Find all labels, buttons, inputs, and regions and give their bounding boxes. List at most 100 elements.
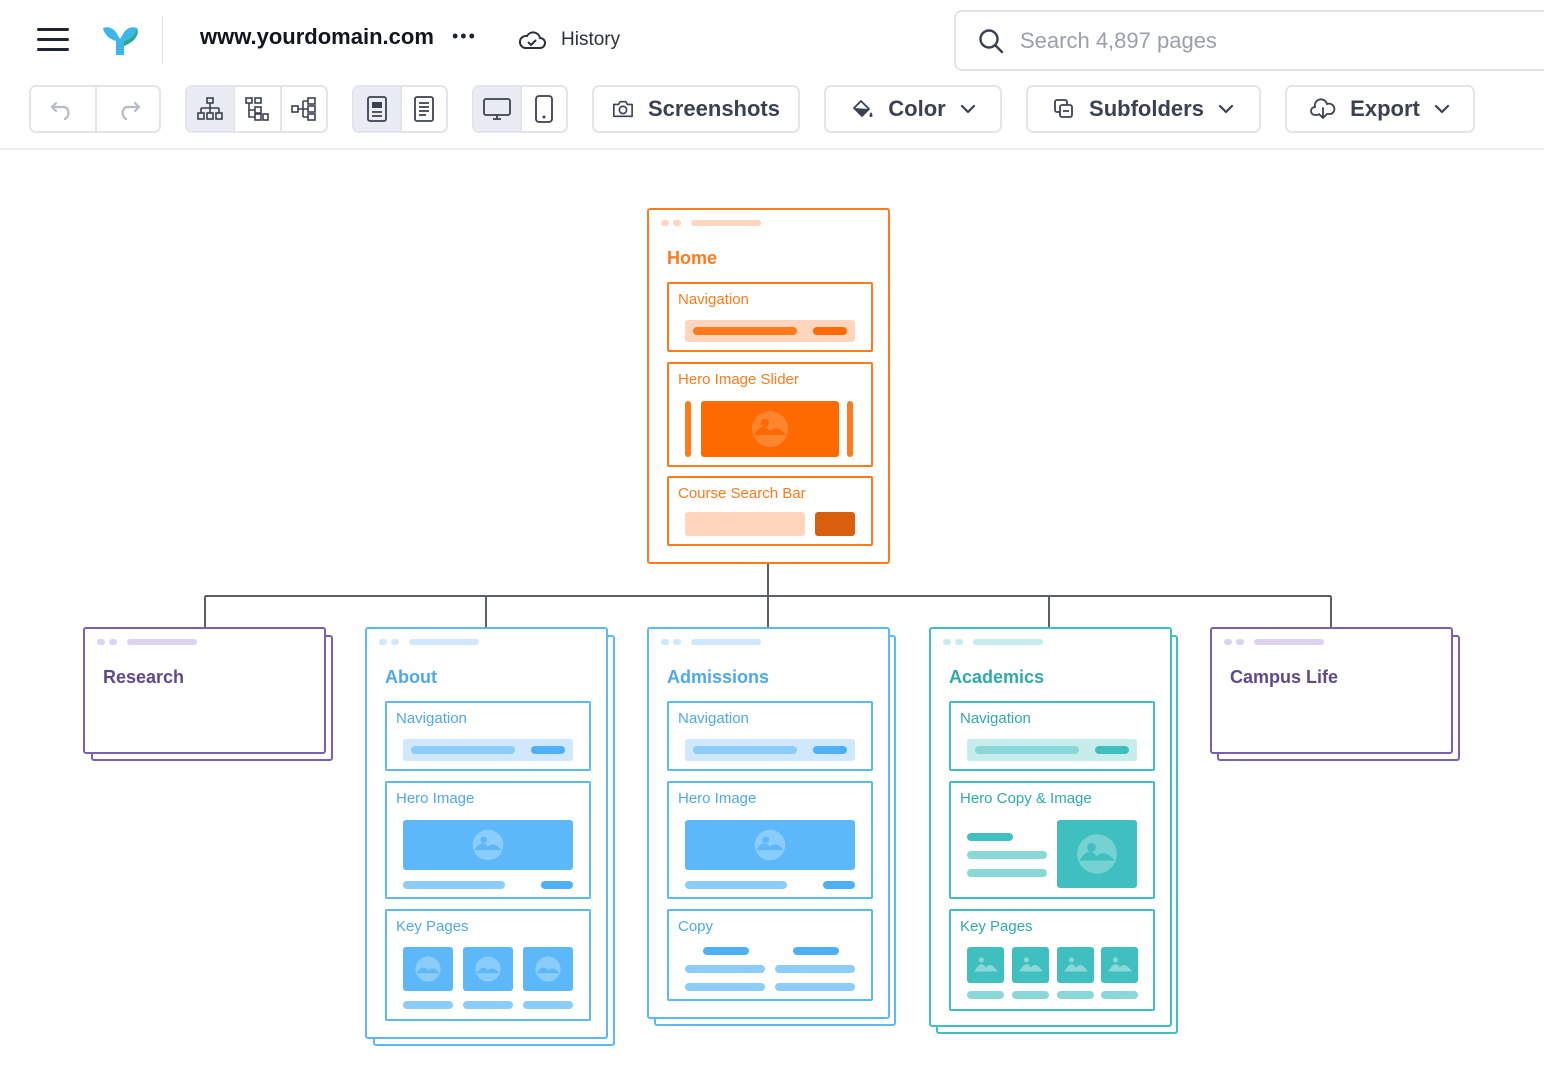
- section-course-search-bar[interactable]: Course Search Bar: [667, 476, 873, 546]
- color-dropdown[interactable]: Color: [826, 87, 1000, 131]
- key-page-thumbnail: [967, 947, 1004, 983]
- search-input[interactable]: [1020, 27, 1500, 54]
- key-page-thumbnail: [463, 947, 513, 991]
- chevron-down-icon: [960, 104, 975, 114]
- page-title: Research: [103, 667, 185, 687]
- section-navigation[interactable]: Navigation: [667, 701, 873, 771]
- key-page-label-bar: [1012, 991, 1049, 999]
- section-hero-image[interactable]: Hero Image: [385, 781, 591, 899]
- image-icon: [475, 956, 501, 982]
- card-window-chrome: [661, 220, 761, 226]
- key-page-thumbnail: [523, 947, 573, 991]
- wireframe-page-icon: [367, 96, 387, 122]
- page-card-campus-life[interactable]: Campus Life: [1210, 627, 1453, 754]
- section-label: Copy: [678, 918, 714, 935]
- hero-image-placeholder: [403, 820, 573, 870]
- subfolders-group: Subfolders: [1026, 85, 1261, 133]
- key-page-label-bar: [1057, 991, 1094, 999]
- nav-links-bar: [411, 746, 515, 754]
- key-page-thumbnail: [1101, 947, 1138, 983]
- search-box[interactable]: [954, 10, 1544, 71]
- hero-image-placeholder: [1057, 820, 1137, 888]
- card-window-chrome: [97, 639, 197, 645]
- section-label: Navigation: [678, 291, 749, 308]
- section-label: Key Pages: [960, 918, 1033, 935]
- mobile-view-button[interactable]: [519, 87, 566, 131]
- section-navigation[interactable]: Navigation: [385, 701, 591, 771]
- export-dropdown[interactable]: Export: [1287, 87, 1473, 131]
- section-copy[interactable]: Copy: [667, 909, 873, 1001]
- subfolders-icon: [1054, 99, 1073, 118]
- copy-text-bar: [685, 983, 765, 991]
- section-label: Hero Image: [678, 790, 757, 807]
- undo-button[interactable]: [31, 87, 95, 131]
- key-page-label-bar: [1101, 991, 1138, 999]
- subfolders-label: Subfolders: [1089, 96, 1204, 121]
- section-label: Navigation: [678, 710, 749, 727]
- text-view-button[interactable]: [399, 87, 446, 131]
- section-label: Navigation: [396, 710, 467, 727]
- search-icon: [979, 28, 1004, 53]
- key-page-label-bar: [403, 1001, 453, 1009]
- desktop-icon: [483, 98, 511, 120]
- slider-prev-bar: [685, 401, 691, 457]
- section-hero-copy-and-image[interactable]: Hero Copy & Image: [949, 781, 1155, 899]
- sitemap-canvas[interactable]: Home Navigation Hero Image Slider Course…: [0, 152, 1544, 1091]
- site-domain: www.yourdomain.com: [200, 24, 434, 49]
- section-navigation[interactable]: Navigation: [949, 701, 1155, 771]
- cloud-icon: [518, 31, 546, 49]
- page-title: Home: [667, 248, 718, 268]
- sitemap-connectors: [204, 563, 1332, 628]
- text-page-icon: [414, 96, 434, 122]
- section-key-pages[interactable]: Key Pages: [385, 909, 591, 1021]
- section-hero-image[interactable]: Hero Image: [667, 781, 873, 899]
- chevron-down-icon: [1218, 104, 1234, 114]
- header-divider: [162, 16, 163, 64]
- export-group: Export: [1285, 85, 1475, 133]
- section-hero-image-slider[interactable]: Hero Image Slider: [667, 362, 873, 467]
- color-label: Color: [888, 96, 946, 121]
- history-controls: [29, 85, 161, 133]
- history-label: History: [561, 29, 621, 50]
- color-group: Color: [824, 85, 1002, 133]
- layout-switcher: [185, 85, 328, 133]
- section-label: Course Search Bar: [678, 485, 806, 502]
- top-header: www.yourdomain.com ••• History: [0, 0, 1544, 150]
- redo-button[interactable]: [95, 87, 159, 131]
- section-label: Hero Image Slider: [678, 371, 799, 388]
- screenshots-button[interactable]: Screenshots: [594, 87, 798, 131]
- card-window-chrome: [661, 639, 761, 645]
- hamburger-menu-icon[interactable]: [37, 28, 69, 54]
- copy-text-bar: [775, 965, 855, 973]
- page-title: Academics: [949, 667, 1045, 687]
- desktop-view-button[interactable]: [474, 87, 520, 131]
- search-button-placeholder: [815, 512, 855, 536]
- redo-icon: [121, 101, 141, 120]
- tree-view-horizontal-button[interactable]: [279, 87, 326, 131]
- tree-view-indented-button[interactable]: [233, 87, 279, 131]
- sitemap-tree-icon: [197, 97, 223, 120]
- page-card-research[interactable]: Research: [83, 627, 326, 754]
- page-card-academics[interactable]: Academics Navigation Hero Copy & Image K…: [929, 627, 1172, 1027]
- slider-next-bar: [847, 401, 853, 457]
- page-card-admissions[interactable]: Admissions Navigation Hero Image Copy: [647, 627, 890, 1019]
- key-page-label-bar: [463, 1001, 513, 1009]
- section-label: Key Pages: [396, 918, 469, 935]
- subfolders-dropdown[interactable]: Subfolders: [1028, 87, 1259, 131]
- app-logo[interactable]: [100, 22, 140, 58]
- page-card-about[interactable]: About Navigation Hero Image Key Pages: [365, 627, 608, 1039]
- chevron-down-icon: [1434, 104, 1449, 114]
- device-switcher: [472, 85, 568, 133]
- tree-view-vertical-button[interactable]: [187, 87, 234, 131]
- card-window-chrome: [1224, 639, 1324, 645]
- section-key-pages[interactable]: Key Pages: [949, 909, 1155, 1011]
- image-icon: [1063, 957, 1088, 972]
- wireframe-view-button[interactable]: [354, 87, 400, 131]
- page-card-home[interactable]: Home Navigation Hero Image Slider Course…: [647, 208, 890, 564]
- more-options-button[interactable]: •••: [452, 26, 477, 46]
- hero-caption-bar: [685, 881, 787, 889]
- image-icon: [535, 956, 561, 982]
- section-navigation[interactable]: Navigation: [667, 282, 873, 352]
- copy-heading-bar: [703, 947, 749, 955]
- history-button[interactable]: History: [517, 26, 620, 54]
